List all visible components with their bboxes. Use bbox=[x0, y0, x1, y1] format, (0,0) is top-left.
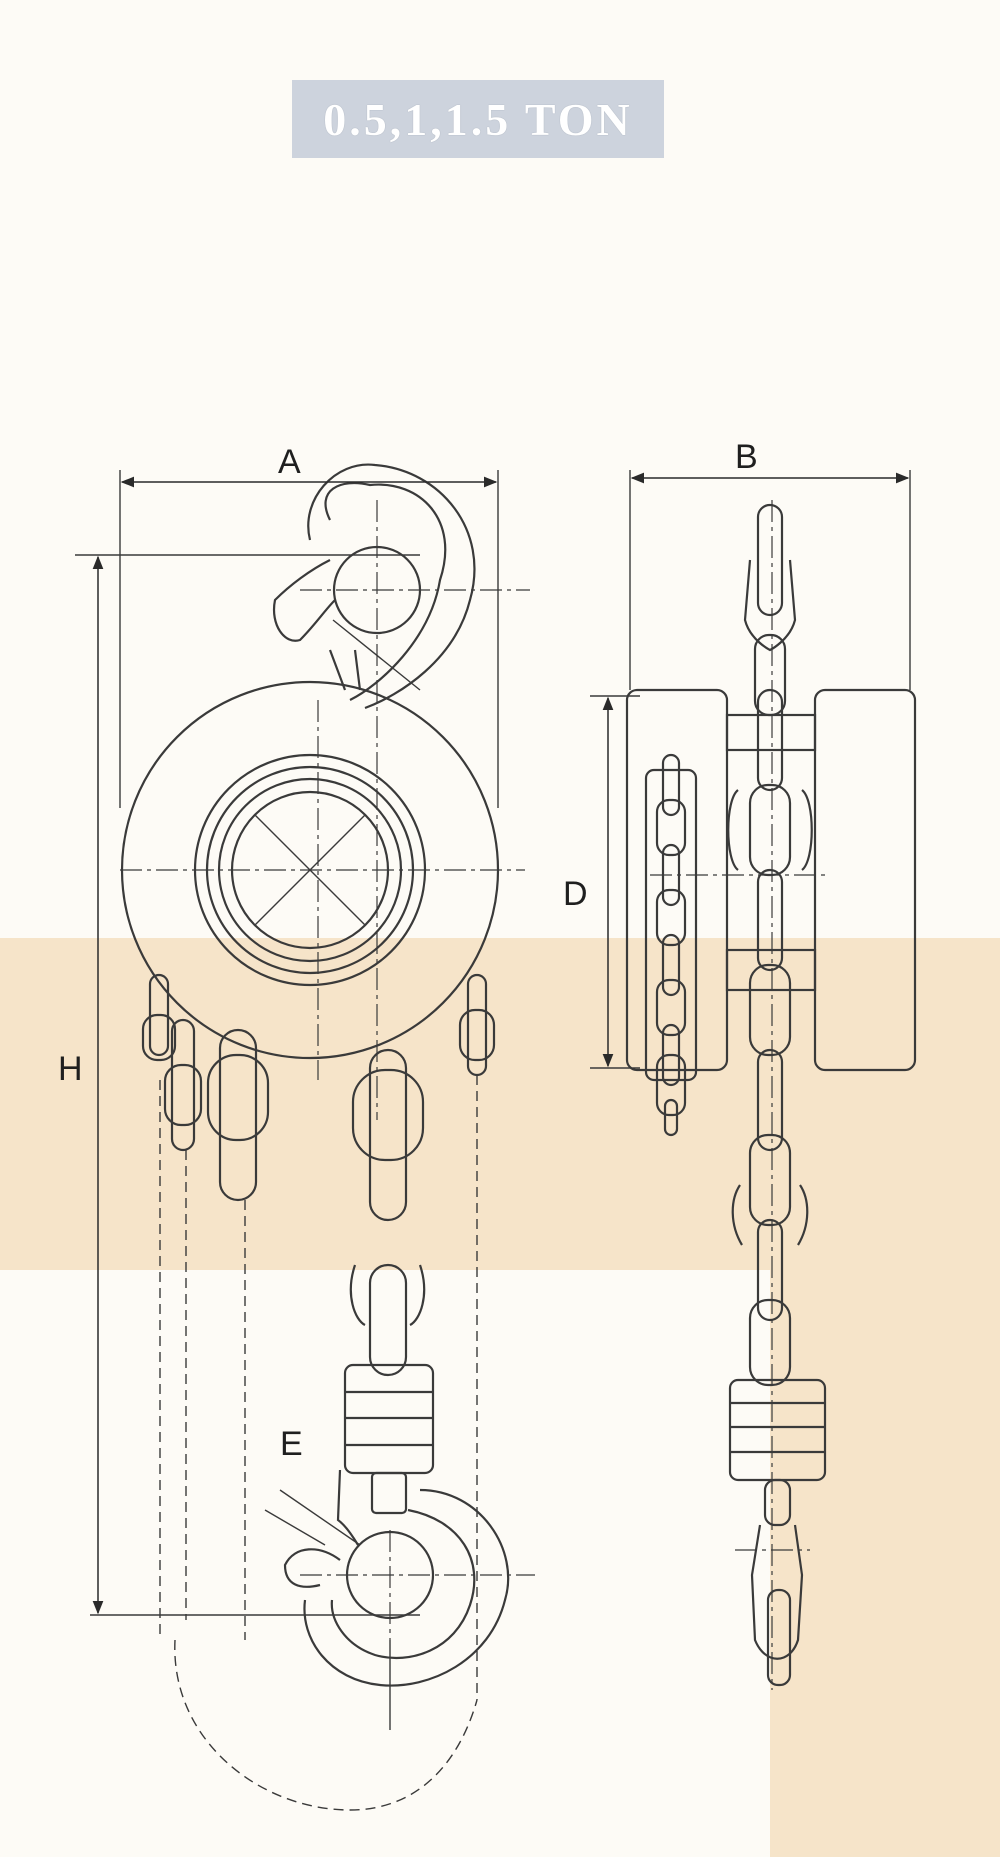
side-cross-member-lower bbox=[725, 948, 817, 992]
side-plate-right bbox=[813, 688, 917, 1072]
side-bottom-hook bbox=[750, 1524, 804, 1687]
background-band-right bbox=[770, 1270, 1000, 1857]
dimension-label-h: H bbox=[58, 1050, 83, 1088]
dimension-label-e: E bbox=[280, 1425, 303, 1463]
hand-chain-loop bbox=[141, 973, 496, 1700]
side-hand-chain bbox=[644, 753, 698, 1137]
dimension-label-a: A bbox=[278, 443, 301, 481]
side-top-hook bbox=[743, 503, 797, 717]
side-cross-member bbox=[725, 713, 817, 752]
top-hook bbox=[272, 463, 476, 710]
side-hook-block bbox=[728, 1378, 827, 1527]
dimension-label-b: B bbox=[735, 438, 758, 476]
capacity-title: 0.5,1,1.5 TON bbox=[292, 80, 664, 158]
side-load-chain bbox=[727, 688, 813, 1387]
side-plate-left bbox=[625, 688, 729, 1072]
dimension-label-d: D bbox=[563, 875, 588, 913]
bottom-hook-block bbox=[343, 1363, 435, 1515]
bottom-hook bbox=[264, 1469, 510, 1730]
side-view bbox=[590, 470, 917, 1690]
load-chain bbox=[349, 1048, 426, 1377]
front-view bbox=[75, 463, 535, 1811]
